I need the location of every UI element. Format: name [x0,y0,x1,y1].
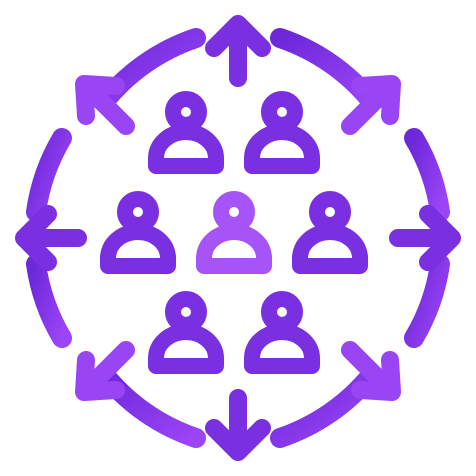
circle-segment-left-upper [26,128,72,222]
person-head [309,191,351,233]
person-icon [292,191,368,274]
arrows [15,15,461,461]
arrow-up-icon [205,15,271,87]
arrow-up-left-icon [75,75,135,135]
arrow-left-icon [15,205,87,271]
person-body [148,324,224,374]
person-icon [148,291,224,374]
circle-segment-right-upper [404,128,450,222]
circle-segment-right-lower [404,254,450,348]
person-icon [100,191,176,274]
arrow-down-icon [205,389,271,461]
person-head [261,291,303,333]
person-body [292,224,368,274]
person-head [165,91,207,133]
person-head [261,91,303,133]
person-body [100,224,176,274]
circle-segment-left-lower [26,254,72,348]
person-body [148,124,224,174]
person-icon [244,291,320,374]
person-head [117,191,159,233]
arrow-right-icon [389,205,461,271]
arrow-up-right-icon [341,75,401,135]
arrow-down-left-icon [75,341,135,401]
person-head [165,291,207,333]
person-body [196,224,272,274]
person-body [244,324,320,374]
person-head [213,191,255,233]
person-icon [196,191,272,274]
people-group [100,91,368,374]
person-icon [148,91,224,174]
person-body [244,124,320,174]
arrow-down-right-icon [341,341,401,401]
person-icon [244,91,320,174]
